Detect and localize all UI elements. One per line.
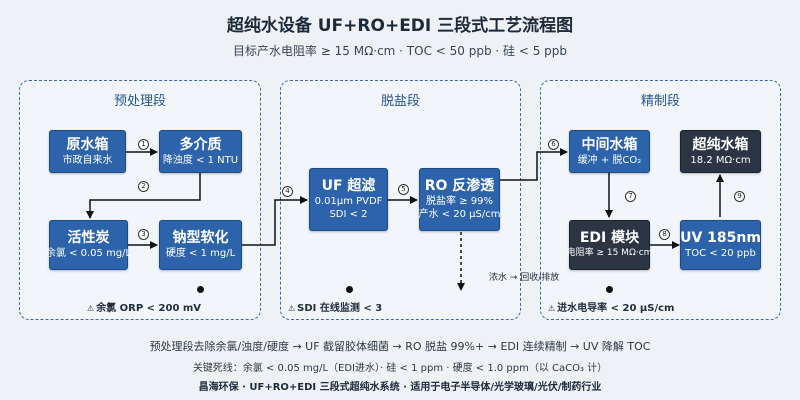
node-ro-title: RO 反渗透 bbox=[424, 178, 495, 194]
node-ultrapure-tank[interactable]: 超纯水箱 18.2 MΩ·cm bbox=[680, 130, 761, 173]
node-sodium-softener-sub: 硬度 < 1 mg/L bbox=[165, 248, 236, 259]
node-edi-module[interactable]: EDI 模块 电阻率 ≥ 15 MΩ·cm bbox=[566, 220, 653, 270]
node-uf-sub2: SDI < 2 bbox=[329, 209, 368, 220]
node-intermediate-tank-sub: 缓冲 + 脱CO₂ bbox=[577, 154, 642, 166]
warning-icon: ⚠ bbox=[548, 304, 556, 313]
arrow-softener-to-uf bbox=[242, 196, 308, 246]
node-activated-carbon-title: 活性炭 bbox=[67, 230, 110, 246]
note-polishing: ⚠进水电导率 < 20 μS/cm bbox=[548, 299, 674, 314]
node-multimedia-filter-title: 多介质 bbox=[179, 136, 222, 153]
node-ultrapure-tank-title: 超纯水箱 bbox=[692, 136, 749, 153]
node-sodium-softener-title: 钠型软化 bbox=[172, 230, 229, 246]
note-pretreatment-label: 余氯 ORP < 200 mV bbox=[96, 303, 202, 314]
page-subtitle: 目标产水电阻率 ≥ 15 MΩ·cm · TOC < 50 ppb · 硅 < … bbox=[232, 44, 568, 58]
footer-key-limits: 关键死线：余氯 < 0.05 mg/L（EDI进水）· 硅 < 1 ppm · … bbox=[192, 363, 608, 374]
node-ro-reverse-osmosis[interactable]: RO 反渗透 脱盐率 ≥ 99% 产水 < 20 μS/cm bbox=[419, 168, 500, 231]
section-title-pretreatment: 预处理段 bbox=[113, 94, 166, 109]
monitor-point-polishing bbox=[606, 286, 613, 293]
node-activated-carbon[interactable]: 活性炭 余氯 < 0.05 mg/L bbox=[45, 220, 132, 270]
step-marker-8: 8 bbox=[659, 229, 670, 240]
node-uf-sub1: 0.01μm PVDF bbox=[314, 196, 383, 207]
node-intermediate-tank-title: 中间水箱 bbox=[581, 136, 638, 153]
node-multimedia-filter-sub: 降浊度 < 1 NTU bbox=[162, 154, 239, 166]
section-title-desalination: 脱盐段 bbox=[380, 94, 420, 109]
footer-process-summary: 预处理段去除余氯/浊度/硬度 → UF 截留胶体细菌 → RO 脱盐 99%+ … bbox=[149, 340, 651, 353]
step-marker-6: 6 bbox=[548, 139, 559, 150]
step-marker-2: 2 bbox=[138, 181, 149, 192]
step-marker-5: 5 bbox=[398, 184, 409, 195]
step-marker-9: 9 bbox=[734, 191, 745, 202]
node-edi-sub: 电阻率 ≥ 15 MΩ·cm bbox=[566, 248, 653, 258]
monitor-point-desalination bbox=[346, 286, 353, 293]
step-marker-3: 3 bbox=[138, 229, 149, 240]
node-raw-water-tank[interactable]: 原水箱 市政自来水 bbox=[49, 130, 126, 173]
arrow-ro-to-midtank bbox=[500, 148, 568, 181]
node-activated-carbon-sub: 余氯 < 0.05 mg/L bbox=[45, 248, 132, 259]
node-sodium-softener[interactable]: 钠型软化 硬度 < 1 mg/L bbox=[159, 220, 242, 270]
node-multimedia-filter[interactable]: 多介质 降浊度 < 1 NTU bbox=[159, 130, 242, 173]
node-ultrapure-tank-sub: 18.2 MΩ·cm bbox=[690, 154, 751, 166]
step-marker-4: 4 bbox=[282, 186, 293, 197]
node-raw-water-tank-sub: 市政自来水 bbox=[62, 154, 113, 166]
section-title-polishing: 精制段 bbox=[640, 94, 680, 109]
step-marker-7: 7 bbox=[625, 191, 636, 202]
note-desalination: ⚠SDI 在线监测 < 3 bbox=[288, 299, 382, 314]
monitor-point-pretreatment bbox=[197, 286, 204, 293]
page-title: 超纯水设备 UF+RO+EDI 三段式工艺流程图 bbox=[226, 16, 574, 36]
node-intermediate-tank[interactable]: 中间水箱 缓冲 + 脱CO₂ bbox=[569, 130, 650, 173]
warning-icon: ⚠ bbox=[87, 304, 95, 313]
node-uf-title: UF 超滤 bbox=[321, 178, 376, 194]
note-desalination-label: SDI 在线监测 < 3 bbox=[297, 303, 383, 314]
reject-water-label: 浓水 → 回收/排放 bbox=[489, 273, 560, 283]
note-polishing-label: 进水电导率 < 20 μS/cm bbox=[557, 303, 675, 314]
step-marker-1: 1 bbox=[138, 139, 149, 150]
node-ro-sub1: 脱盐率 ≥ 99% bbox=[426, 196, 493, 207]
node-uf-ultrafiltration[interactable]: UF 超滤 0.01μm PVDF SDI < 2 bbox=[309, 168, 388, 231]
footer-company-line: 昌海环保 · UF+RO+EDI 三段式超纯水系统 · 适用于电子半导体/光学玻… bbox=[198, 382, 602, 393]
warning-icon: ⚠ bbox=[288, 304, 296, 313]
node-ro-sub2: 产水 < 20 μS/cm bbox=[418, 209, 501, 220]
node-edi-title: EDI 模块 bbox=[579, 230, 640, 246]
node-uv-sub: TOC < 20 ppb bbox=[685, 248, 756, 259]
note-pretreatment: ⚠余氯 ORP < 200 mV bbox=[87, 299, 201, 314]
node-uv-185nm[interactable]: UV 185nm TOC < 20 ppb bbox=[680, 220, 761, 270]
node-uv-title: UV 185nm bbox=[680, 230, 761, 246]
node-raw-water-tank-title: 原水箱 bbox=[66, 136, 109, 153]
arrow-multimedia-to-carbon bbox=[86, 172, 201, 219]
